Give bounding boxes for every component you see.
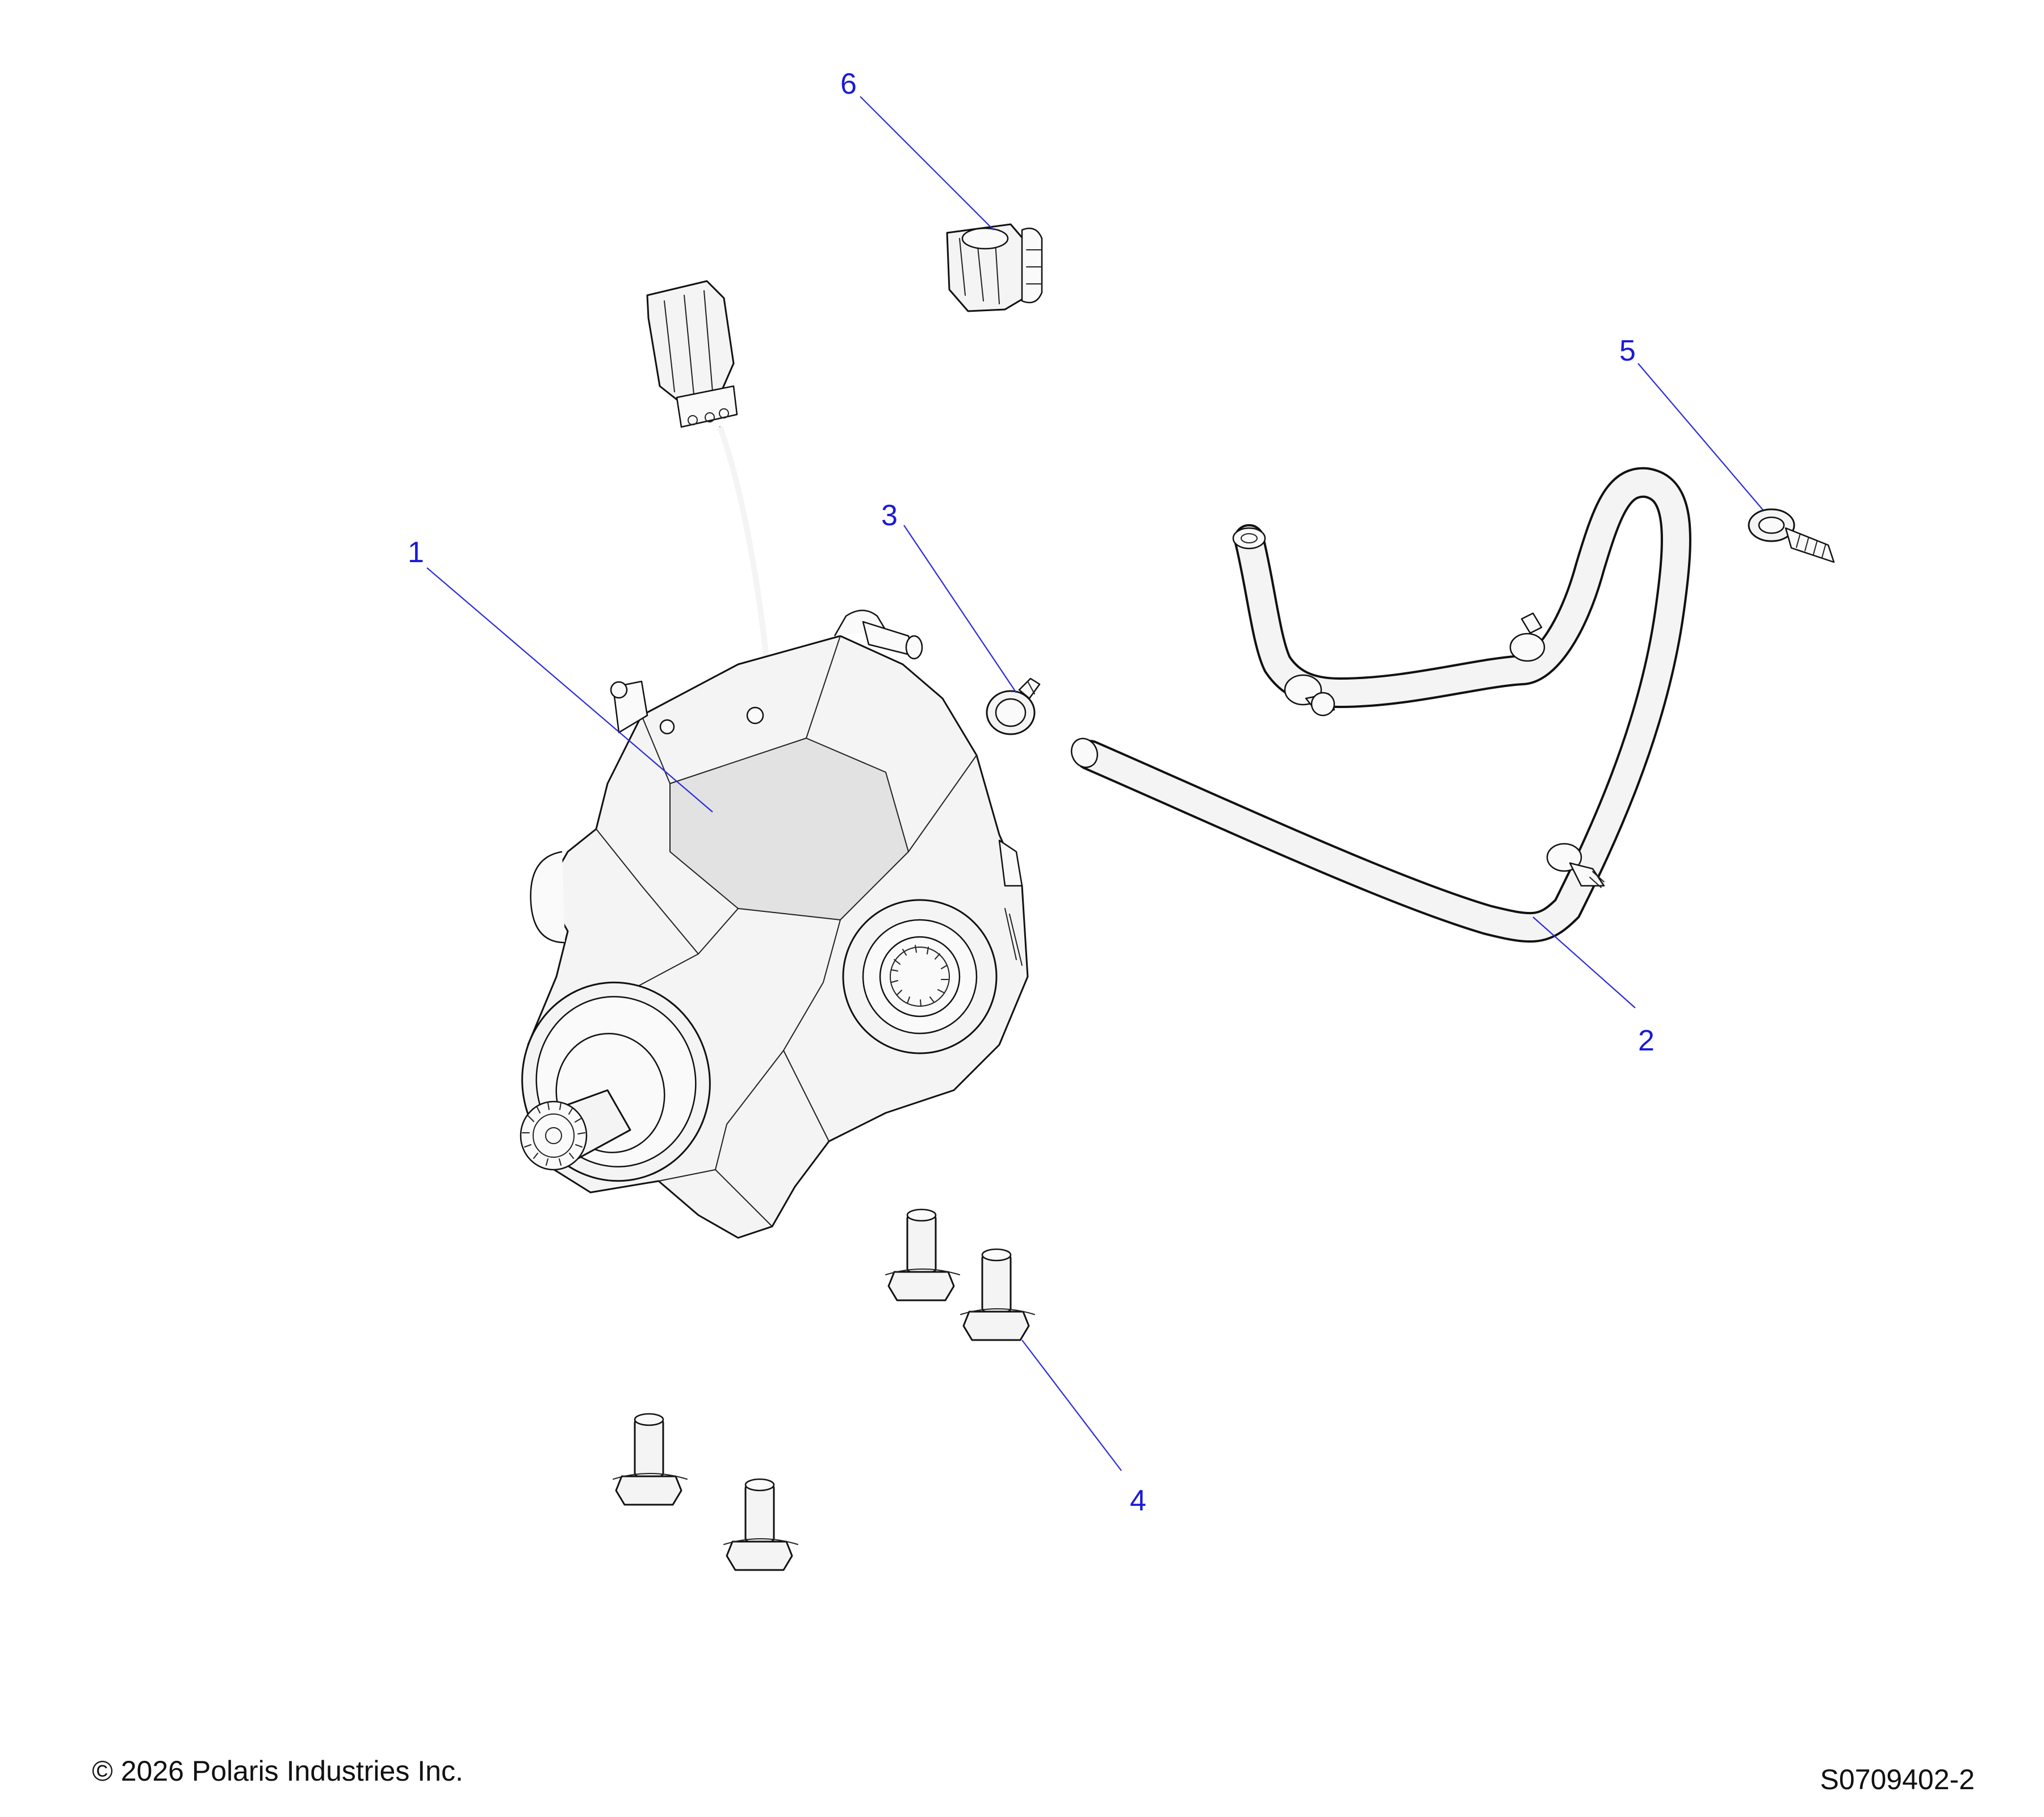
hose-clip-part bbox=[1748, 508, 1835, 563]
bolt bbox=[960, 1248, 1035, 1341]
callout-leader-2 bbox=[1532, 916, 1636, 1008]
hose-clamp-part bbox=[986, 677, 1041, 735]
callout-leader-1 bbox=[426, 567, 713, 813]
copyright-notice: © 2026 Polaris Industries Inc. bbox=[92, 1755, 463, 1787]
callout-number-6: 6 bbox=[840, 68, 857, 101]
vent-hose-part bbox=[1070, 467, 1691, 943]
bolt bbox=[885, 1208, 960, 1301]
front-gearcase-part bbox=[520, 609, 1029, 1239]
callout-number-2: 2 bbox=[1638, 1024, 1655, 1057]
callout-number-5: 5 bbox=[1619, 334, 1636, 367]
callout-number-1: 1 bbox=[408, 536, 424, 569]
callout-leader-3 bbox=[903, 525, 1017, 693]
callout-number-3: 3 bbox=[881, 499, 898, 532]
connector-retainer-part bbox=[946, 223, 1043, 312]
callout-leader-5 bbox=[1637, 363, 1764, 510]
bolt bbox=[723, 1478, 798, 1571]
mounting-bolts-part bbox=[613, 1208, 1035, 1571]
callout-leader-4 bbox=[1021, 1339, 1122, 1471]
wire-harness-connector bbox=[646, 280, 769, 659]
bolt bbox=[613, 1413, 688, 1506]
callout-number-4: 4 bbox=[1130, 1484, 1146, 1517]
drawing-number: S0709402-2 bbox=[1820, 1764, 1975, 1795]
callout-leader-6 bbox=[860, 96, 994, 231]
